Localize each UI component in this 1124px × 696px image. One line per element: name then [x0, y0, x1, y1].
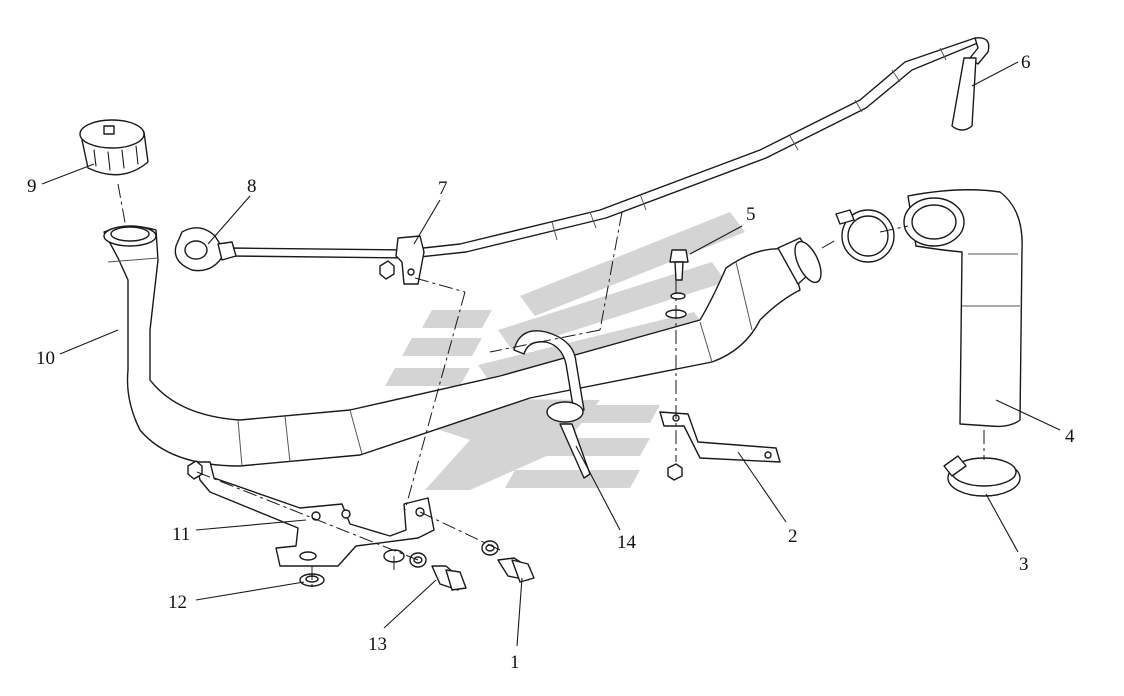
hose-clamp-3	[943, 455, 1021, 497]
callout-1: 1	[510, 652, 520, 673]
callout-12: 12	[168, 592, 187, 613]
bolt-1	[497, 557, 535, 583]
filler-cap-9	[79, 119, 149, 176]
strap-bracket-14	[513, 330, 591, 479]
callout-14: 14	[617, 532, 637, 553]
bracket-2	[659, 411, 781, 481]
callout-5: 5	[746, 204, 756, 225]
callout-13: 13	[368, 634, 387, 655]
washers-middle	[383, 540, 499, 568]
callout-2: 2	[788, 526, 798, 547]
dipstick-handle-8	[174, 227, 237, 272]
filler-neck-10	[103, 225, 801, 467]
leader-lines	[41, 61, 1061, 647]
callout-9: 9	[27, 176, 37, 197]
bolt-13	[431, 565, 467, 591]
elbow-hose-4	[903, 189, 1023, 428]
assembly-axes	[117, 183, 985, 590]
rod-clip-7	[379, 235, 425, 285]
callout-3: 3	[1019, 554, 1029, 575]
callout-labels: 1 2 3 4 5 6 7 8 9 10 11 12 13 14	[27, 52, 1075, 673]
callout-10: 10	[36, 348, 55, 369]
pipe-coupler-end	[777, 237, 822, 285]
dipstick-tube-6	[229, 37, 990, 259]
callout-8: 8	[247, 176, 257, 197]
hose-clamp-upper	[835, 209, 895, 263]
callout-7: 7	[438, 178, 448, 199]
callout-11: 11	[172, 524, 190, 545]
callout-6: 6	[1021, 52, 1031, 73]
callout-4: 4	[1065, 426, 1075, 447]
